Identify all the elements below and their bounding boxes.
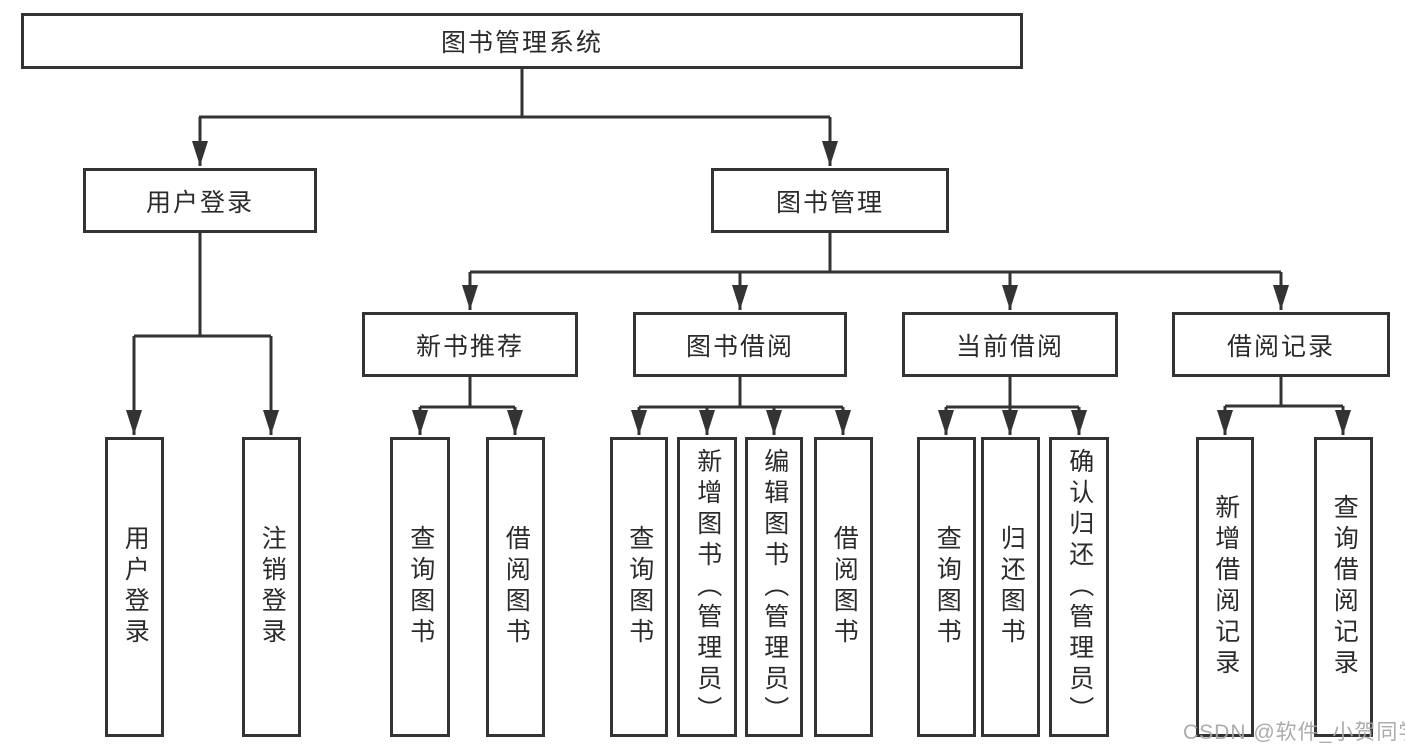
- leaf-logout: 注销登录: [242, 437, 301, 737]
- leaf-label: 归还图书: [997, 525, 1026, 649]
- node-new-book-recommendation: 新书推荐: [362, 312, 578, 377]
- root-node-label: 图书管理系统: [440, 29, 603, 57]
- leaf-borrow-books: 借阅图书: [814, 437, 873, 737]
- leaf-label: 查询借阅记录: [1330, 494, 1359, 680]
- leaf-label: 新增图书（管理员）: [693, 447, 722, 727]
- leaf-label: 确认归还（管理员）: [1065, 447, 1094, 727]
- leaf-return-books: 归还图书: [981, 437, 1040, 737]
- node-current-borrowing-label: 当前借阅: [955, 332, 1064, 361]
- leaf-query-borrow-record: 查询借阅记录: [1314, 437, 1373, 737]
- leaf-label: 借阅图书: [830, 525, 859, 649]
- leaf-edit-books-admin: 编辑图书（管理员）: [745, 437, 803, 737]
- node-book-borrowing-label: 图书借阅: [685, 332, 794, 361]
- node-new-book-recommendation-label: 新书推荐: [415, 332, 524, 361]
- node-borrowing-records-label: 借阅记录: [1226, 332, 1335, 361]
- csdn-watermark: CSDN @软件_小贺同学: [1183, 721, 1405, 744]
- leaf-label: 编辑图书（管理员）: [760, 447, 789, 727]
- leaf-label: 借阅图书: [502, 525, 531, 649]
- leaf-query-books: 查询图书: [390, 437, 450, 737]
- leaf-label: 查询图书: [933, 525, 962, 649]
- leaf-user-login: 用户登录: [105, 437, 164, 737]
- leaf-label: 注销登录: [258, 525, 287, 649]
- leaf-borrow-books: 借阅图书: [486, 437, 545, 737]
- leaf-add-borrow-record: 新增借阅记录: [1196, 437, 1254, 737]
- node-book-borrowing: 图书借阅: [633, 312, 847, 377]
- leaf-add-books-admin: 新增图书（管理员）: [677, 437, 737, 737]
- node-current-borrowing: 当前借阅: [902, 312, 1118, 377]
- node-user-login-label: 用户登录: [145, 188, 254, 217]
- leaf-confirm-return-admin: 确认归还（管理员）: [1049, 437, 1109, 737]
- leaf-label: 新增借阅记录: [1211, 494, 1240, 680]
- leaf-label: 查询图书: [406, 525, 435, 649]
- leaf-label: 查询图书: [625, 525, 654, 649]
- node-book-management: 图书管理: [711, 168, 949, 233]
- node-borrowing-records: 借阅记录: [1172, 312, 1390, 377]
- node-user-login: 用户登录: [83, 168, 317, 233]
- root-node-library-system: 图书管理系统: [21, 13, 1023, 69]
- node-book-management-label: 图书管理: [775, 188, 884, 217]
- leaf-label: 用户登录: [121, 525, 150, 649]
- leaf-query-books: 查询图书: [917, 437, 976, 737]
- leaf-query-books: 查询图书: [610, 437, 668, 737]
